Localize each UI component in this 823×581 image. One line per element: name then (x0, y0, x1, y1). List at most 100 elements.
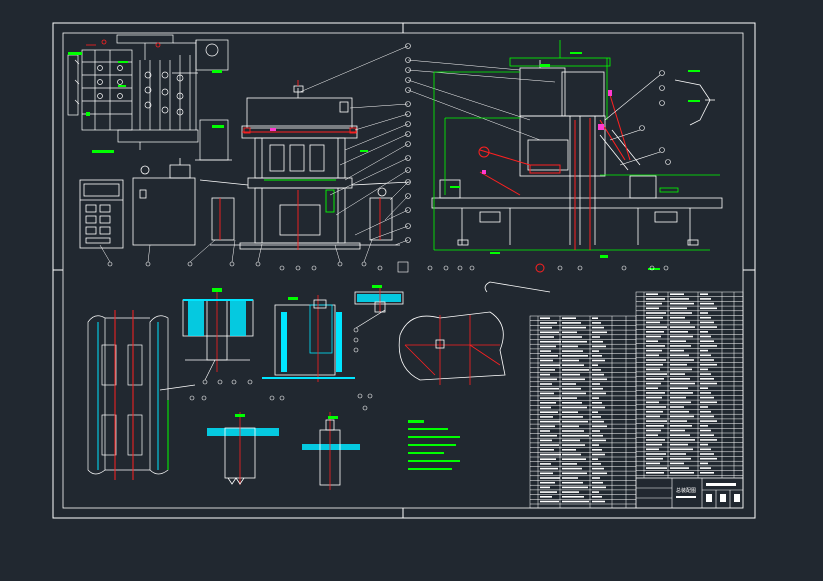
table-cell-text (592, 326, 604, 329)
table-cell-text (646, 472, 664, 474)
table-cell-text (562, 345, 578, 348)
table-cell-text (592, 444, 599, 446)
table-cell-text (562, 411, 578, 413)
table-cell-text (670, 453, 686, 455)
hydraulic-red-marks (86, 39, 161, 48)
table-cell-text (592, 383, 600, 385)
table-cell-text (592, 486, 606, 489)
table-cell-text (700, 410, 711, 413)
table-cell-text (646, 326, 667, 328)
table-cell-text (592, 402, 602, 404)
table-cell-text (592, 406, 605, 409)
table-cell-text (700, 401, 717, 404)
table-cell-text (540, 326, 552, 329)
table-cell-text (562, 402, 582, 404)
table-cell-text (700, 340, 714, 342)
table-cell-text (646, 345, 665, 347)
table-cell-text (646, 382, 661, 385)
table-cell-text (540, 345, 556, 348)
table-cell-text (670, 368, 692, 371)
table-cell-text (592, 317, 598, 319)
table-cell-text (540, 416, 553, 418)
table-cell-text (592, 364, 598, 366)
table-cell-text (700, 307, 717, 310)
table-cell-text (700, 302, 714, 305)
table-cell-text (670, 316, 685, 319)
table-cell-text (592, 411, 598, 413)
table-cell-text (540, 336, 554, 338)
table-cell-text (592, 439, 606, 442)
table-cell-text (592, 373, 604, 376)
parts-list-text (540, 293, 717, 503)
table-cell-text (592, 378, 607, 381)
table-cell-text (562, 326, 586, 329)
table-cell-text (562, 322, 581, 324)
main-press-front-view (199, 85, 411, 250)
parts-list-table (529, 291, 744, 509)
table-cell-text (540, 477, 560, 479)
table-cell-text (670, 298, 689, 300)
table-cell-text (592, 355, 602, 357)
table-cell-text (646, 321, 660, 324)
table-cell-text (646, 467, 667, 469)
table-cell-text (700, 457, 717, 460)
table-cell-text (700, 453, 714, 455)
table-cell-text (540, 449, 554, 451)
table-cell-text (562, 387, 581, 390)
table-cell-text (670, 443, 688, 446)
table-cell-text (646, 368, 660, 371)
table-cell-text (562, 416, 583, 418)
table-cell-text (562, 378, 585, 381)
table-cell-text (592, 453, 605, 456)
table-cell-text (592, 481, 603, 484)
table-cell-text (700, 354, 711, 357)
table-cell-text (562, 373, 580, 376)
table-cell-text (562, 359, 579, 362)
table-cell-text (592, 369, 601, 371)
table-cell-text (670, 378, 690, 380)
table-cell-text (670, 363, 687, 366)
table-cell-text (670, 415, 694, 418)
table-cell-text (562, 355, 588, 357)
table-cell-text (700, 293, 708, 295)
table-cell-text (700, 359, 714, 361)
table-cell-text (670, 425, 692, 427)
table-cell-text (540, 458, 556, 460)
table-cell-text (700, 345, 717, 347)
table-cell-text (540, 397, 561, 399)
table-cell-text (670, 467, 689, 469)
table-cell-text (646, 349, 662, 352)
table-cell-text (562, 458, 586, 460)
table-cell-text (700, 467, 711, 469)
table-cell-text (540, 364, 560, 366)
table-cell-text (670, 326, 695, 328)
table-cell-text (540, 434, 557, 437)
drawing-name: 总装配图 (676, 487, 696, 494)
part-balloons (107, 43, 475, 273)
table-cell-text (646, 443, 662, 446)
table-cell-text (540, 453, 561, 456)
table-cell-text (540, 340, 561, 343)
table-cell-text (700, 326, 717, 328)
main-press-accents (219, 80, 381, 250)
control-cabinet (79, 179, 124, 249)
table-cell-text (592, 463, 601, 465)
table-cell-text (646, 331, 664, 333)
detail-column-accents (97, 310, 169, 480)
table-cell-text (540, 392, 554, 395)
table-cell-text (646, 420, 667, 422)
side-view-magenta-marks (482, 90, 612, 174)
table-cell-text (592, 491, 599, 493)
table-cell-text (540, 444, 559, 446)
table-cell-text (592, 496, 602, 498)
title-block (635, 477, 744, 509)
table-cell-text (562, 500, 589, 503)
table-cell-text (540, 355, 558, 357)
table-cell-text (562, 425, 579, 428)
table-cell-text (700, 406, 708, 408)
table-cell-text (592, 430, 600, 432)
hydraulic-green-notes (68, 52, 224, 153)
oil-tank (132, 158, 196, 246)
table-cell-text (670, 321, 690, 324)
